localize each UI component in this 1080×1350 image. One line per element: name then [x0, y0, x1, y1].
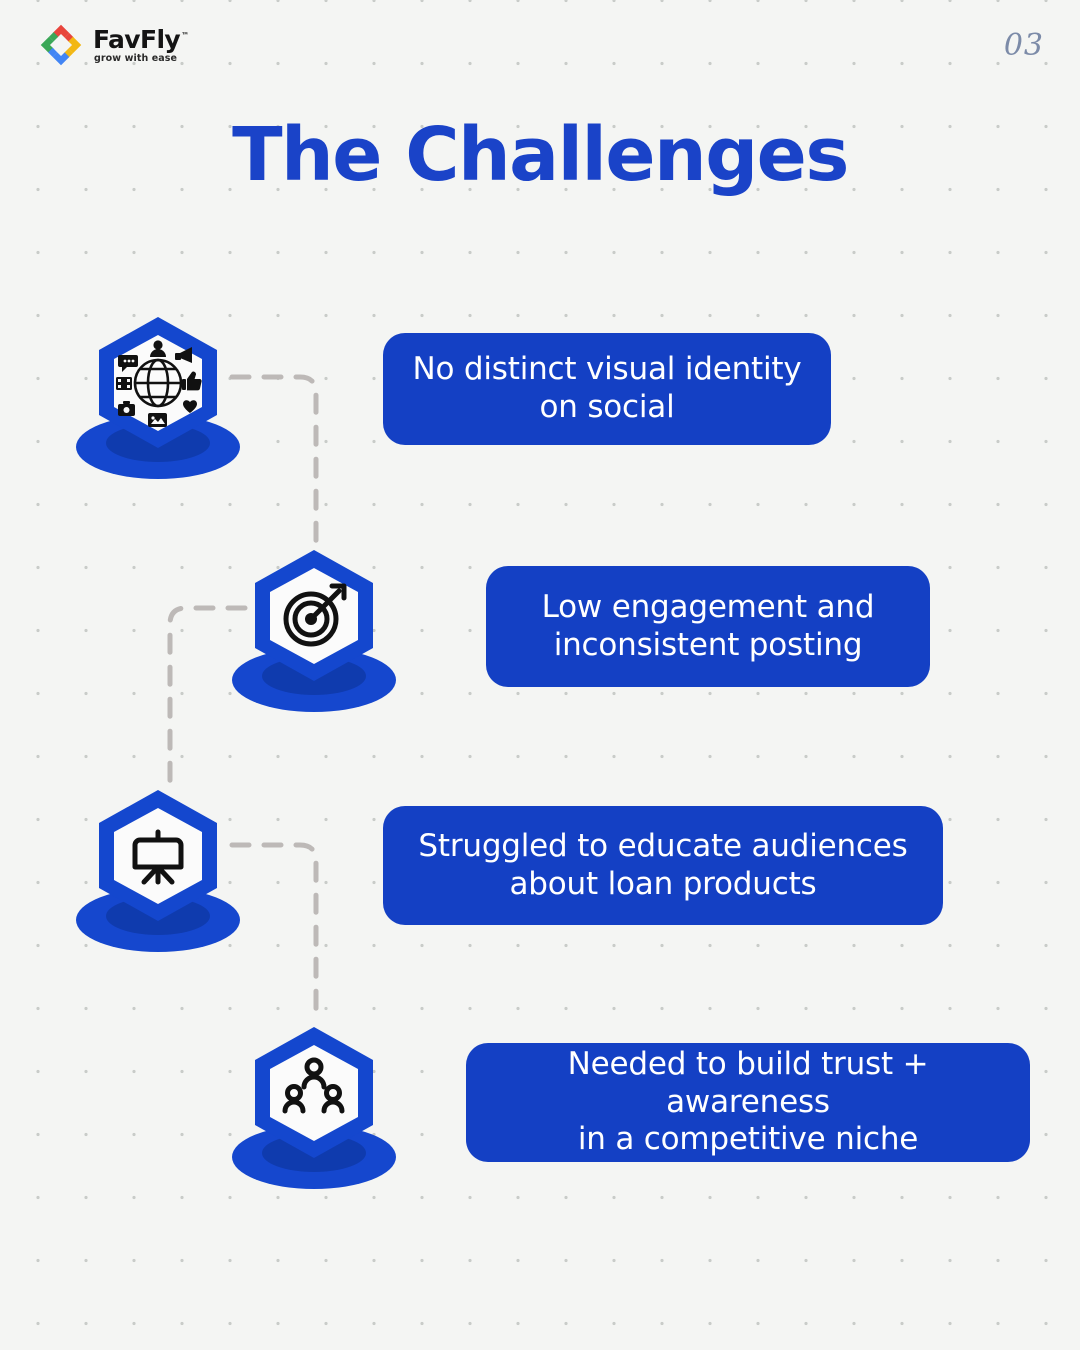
pill-3-line-2: about loan products — [509, 865, 817, 902]
brand-name: FavFly™ — [93, 27, 189, 52]
challenge-pill-2[interactable]: Low engagement and inconsistent posting — [486, 566, 930, 687]
pill-4-line-1: Needed to build trust + awareness — [567, 1045, 929, 1120]
pill-3-line-1: Struggled to educate audiences — [418, 827, 908, 864]
challenge-pill-3[interactable]: Struggled to educate audiences about loa… — [383, 806, 943, 925]
trademark-symbol: ™ — [181, 31, 190, 41]
brand-name-text: FavFly — [93, 24, 181, 54]
page-number: 03 — [1003, 28, 1044, 63]
favfly-logo-mark — [40, 24, 82, 66]
presentation-easel-icon — [76, 790, 240, 952]
node-4[interactable] — [216, 1005, 416, 1205]
node-2[interactable] — [216, 528, 416, 728]
challenge-pill-1[interactable]: No distinct visual identity on social — [383, 333, 831, 445]
pill-1-line-2: on social — [539, 389, 675, 425]
brand-logo: FavFly™ grow with ease — [38, 22, 189, 68]
pill-2-line-2: inconsistent posting — [553, 626, 863, 663]
brand-wordmark: FavFly™ grow with ease — [93, 27, 189, 64]
target-arrow-icon — [232, 550, 396, 712]
challenge-pill-4[interactable]: Needed to build trust + awareness in a c… — [466, 1043, 1030, 1162]
brand-tagline: grow with ease — [94, 52, 178, 64]
team-group-icon — [232, 1027, 396, 1189]
pill-4-line-2: in a competitive niche — [577, 1121, 919, 1158]
social-globe-icon — [76, 317, 240, 479]
node-1[interactable] — [70, 295, 270, 495]
page-title: The Challenges — [232, 112, 849, 198]
pill-2-line-1: Low engagement and — [541, 588, 875, 625]
pill-1-line-1: No distinct visual identity — [412, 351, 802, 388]
node-3[interactable] — [70, 768, 270, 968]
